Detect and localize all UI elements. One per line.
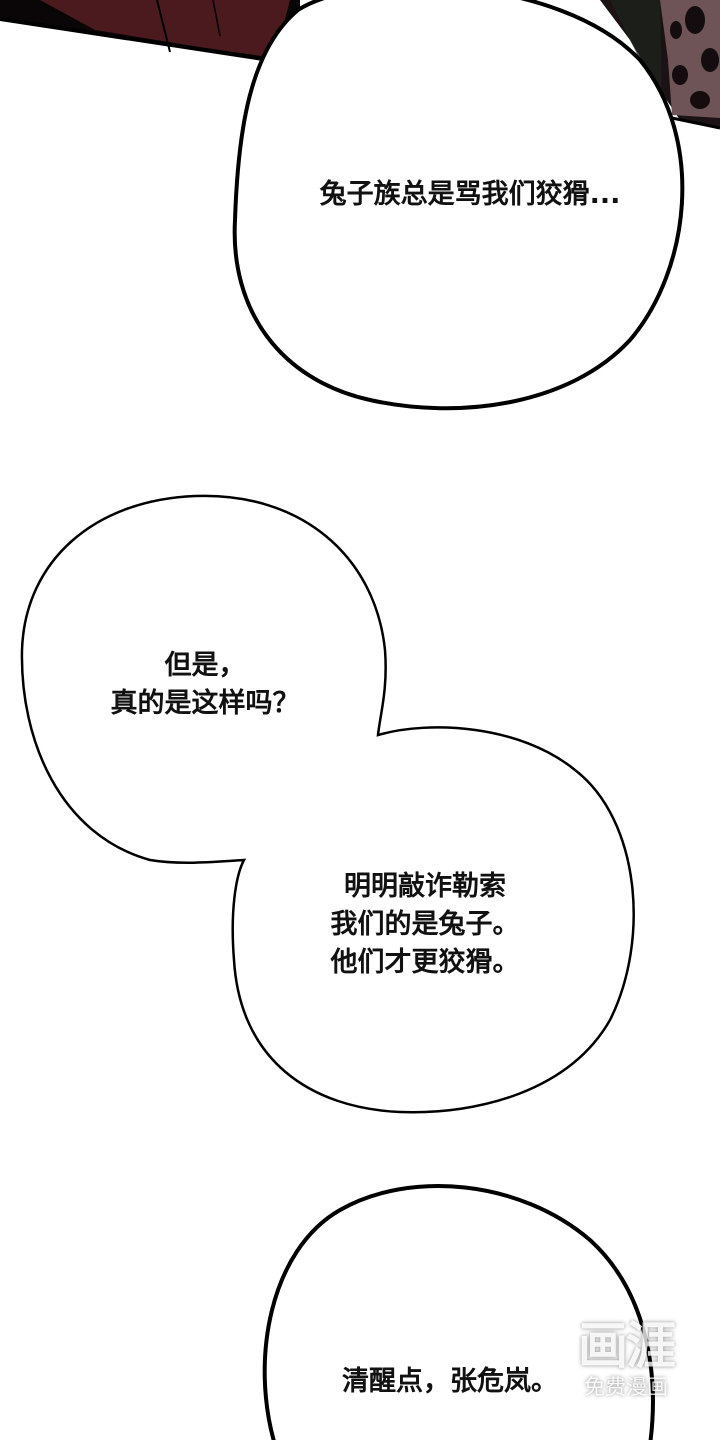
speech-bubble-4 bbox=[262, 1184, 655, 1440]
bubble-4-text: 清醒点，张危岚。 bbox=[320, 1363, 580, 1401]
watermark: 画涯 免费漫画 bbox=[566, 1318, 686, 1414]
bubble-line: 我们的是兔子。 bbox=[330, 909, 520, 940]
watermark-subtitle: 免费漫画 bbox=[584, 1375, 668, 1399]
bubble-line: 清醒点，张危岚。 bbox=[342, 1366, 558, 1397]
bubble-line: 真的是这样吗？ bbox=[110, 688, 300, 719]
bubble-2-text: 但是， 真的是这样吗？ bbox=[60, 647, 350, 723]
bubble-line: 兔子族总是骂我们狡猾... bbox=[319, 179, 621, 210]
bubble-line: 明明敲诈勒索 bbox=[344, 871, 506, 902]
bubble-line: 他们才更狡猾。 bbox=[330, 947, 520, 978]
watermark-logo: 画涯 bbox=[578, 1317, 676, 1375]
bubble-3-text: 明明敲诈勒索 我们的是兔子。 他们才更狡猾。 bbox=[290, 868, 560, 982]
bubble-line: 但是， bbox=[164, 650, 246, 681]
speech-bubble-1 bbox=[232, 0, 685, 411]
bubble-1-text: 兔子族总是骂我们狡猾... bbox=[270, 176, 670, 214]
speech-bubble-2-3 bbox=[20, 494, 635, 1114]
top-panel-art bbox=[0, 0, 720, 130]
